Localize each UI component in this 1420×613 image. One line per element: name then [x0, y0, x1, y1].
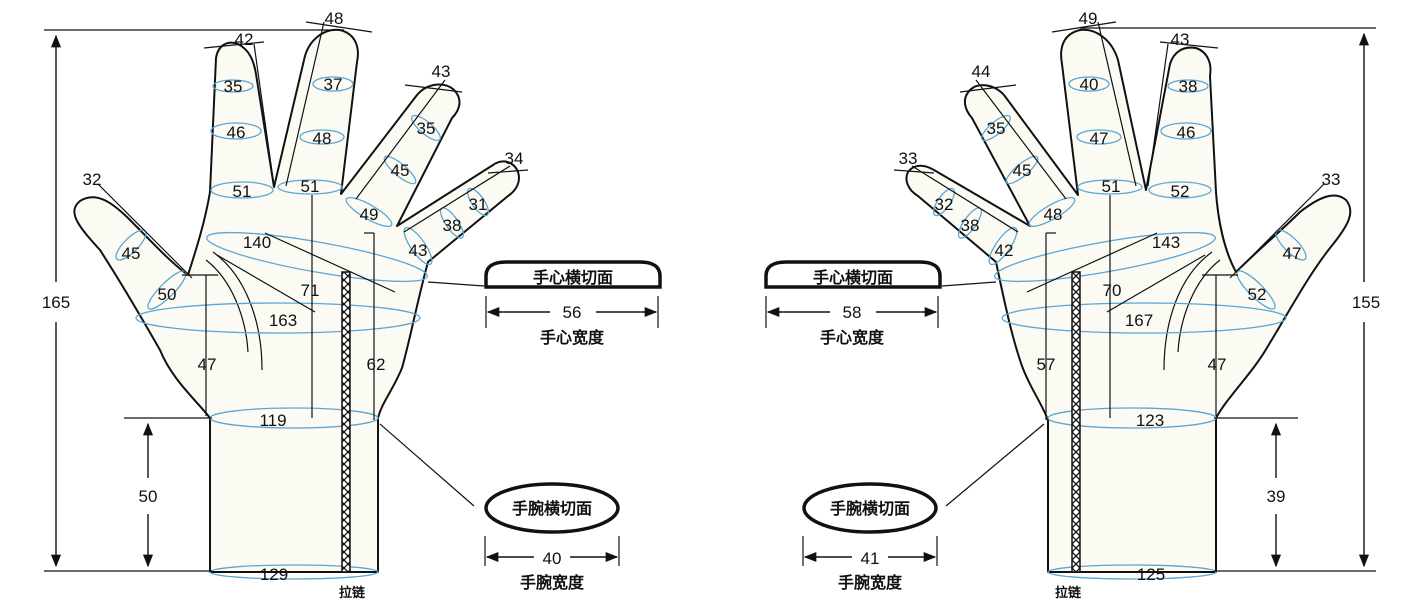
right-index-mid-label: 46 [227, 123, 246, 142]
right-ring-upper-label: 35 [417, 119, 436, 138]
right-palm-section-shape [484, 260, 662, 289]
right-index-upper-label: 35 [224, 77, 243, 96]
right-wrist-section-title: 手腕横切面 [512, 499, 592, 518]
zipper-icon [1071, 271, 1081, 573]
left-palm-section-shape [764, 260, 942, 289]
left-wrist-circumference-label: 123 [1136, 411, 1164, 430]
left-little-mid-label: 38 [961, 216, 980, 235]
left-palm-section-title: 手心横切面 [813, 268, 893, 287]
left-wrist-width-caption: 手腕宽度 [838, 573, 903, 592]
left-index-mid-label: 46 [1177, 123, 1196, 142]
right-thumb-mid-label: 45 [122, 244, 141, 263]
right-ring-base-label: 49 [360, 205, 379, 224]
left-palm-circumference-label: 167 [1125, 311, 1153, 330]
left-little-upper-label: 32 [935, 195, 954, 214]
left-little-base-label: 42 [995, 241, 1014, 260]
left-tip-lines [893, 21, 1325, 420]
right-wrist-width-label: 40 [543, 549, 562, 568]
left-middle-upper-label: 40 [1080, 75, 1099, 94]
left-middle-tip-label: 49 [1079, 9, 1098, 28]
left-cuff-circumference-label: 125 [1137, 565, 1165, 584]
left-ring-mid-label: 45 [1013, 161, 1032, 180]
right-middle-tip-label: 48 [325, 9, 344, 28]
right-palm-circumference-label: 163 [269, 311, 297, 330]
left-palm-crease-2 [1177, 259, 1221, 353]
right-middle-upper-label: 37 [324, 75, 343, 94]
right-palm-section-title: 手心横切面 [533, 268, 613, 287]
left-index-to-wrist-label: 70 [1103, 281, 1122, 300]
left-index-upper-label: 38 [1179, 77, 1198, 96]
left-ring-tip-label: 44 [972, 62, 991, 81]
left-index-base-label: 52 [1171, 182, 1190, 201]
left-ring-upper-label: 35 [987, 119, 1006, 138]
right-wrist-circumference-label: 119 [259, 411, 286, 430]
right-overall-length-label: 165 [42, 293, 70, 312]
left-palm-width-caption: 手心宽度 [820, 328, 885, 347]
left-hand-group: 155 39 33 47 52 43 38 46 52 49 40 47 51 … [893, 9, 1381, 600]
left-middle-base-label: 51 [1102, 177, 1121, 196]
left-wrist-width-label: 41 [861, 549, 880, 568]
left-overall-length-label: 155 [1352, 293, 1380, 312]
right-index-base-label: 51 [233, 182, 252, 201]
right-hand-group: 165 50 32 45 50 42 35 46 51 48 37 48 51 … [42, 9, 529, 600]
right-tip-lines [97, 21, 529, 420]
left-palm-diagonal-label: 143 [1152, 233, 1180, 252]
right-cuff-length-label: 50 [139, 487, 158, 506]
left-wrist-section-shape [802, 482, 938, 534]
right-index-tip-label: 42 [235, 30, 254, 49]
left-index-tip-label: 43 [1171, 30, 1190, 49]
right-hand-numbers: 165 50 32 45 50 42 35 46 51 48 37 48 51 … [42, 9, 524, 600]
left-thumb-side-height-label: 47 [1208, 355, 1227, 374]
right-ring-mid-label: 45 [391, 161, 410, 180]
left-cuff-length-label: 39 [1267, 487, 1286, 506]
right-middle-mid-label: 48 [313, 129, 332, 148]
left-ring-base-label: 48 [1044, 205, 1063, 224]
right-little-upper-label: 31 [469, 195, 488, 214]
left-wrist-section-title: 手腕横切面 [830, 499, 910, 518]
right-thumb-side-height-label: 47 [198, 355, 217, 374]
right-ring-tip-label: 43 [432, 62, 451, 81]
right-palm-width-label: 56 [563, 303, 582, 322]
right-circumference-rings [115, 76, 490, 580]
left-sections: 手心横切面 58 手心宽度 手腕横切面 41 手腕宽度 [764, 260, 942, 592]
right-middle-base-label: 51 [301, 177, 320, 196]
right-little-side-height-label: 62 [367, 355, 386, 374]
left-thumb-tip-label: 33 [1322, 170, 1341, 189]
left-thumb-base-label: 52 [1248, 285, 1267, 304]
right-zipper-label: 拉链 [339, 585, 366, 600]
right-palm-crease-1 [212, 251, 263, 371]
right-palm-crease-2 [205, 259, 249, 353]
left-thumb-mid-label: 47 [1283, 244, 1302, 263]
left-palm-crease-1 [1163, 251, 1213, 371]
left-little-tip-label: 33 [899, 149, 918, 168]
right-cuff-circumference-label: 129 [260, 565, 288, 584]
right-wrist-width-caption: 手腕宽度 [520, 573, 585, 592]
right-wrist-section-shape [484, 482, 620, 534]
left-palm-width-label: 58 [843, 303, 862, 322]
left-zipper-label: 拉链 [1055, 585, 1082, 600]
right-palm-width-caption: 手心宽度 [540, 328, 605, 347]
left-hand-numbers: 155 39 33 47 52 43 38 46 52 49 40 47 51 … [899, 9, 1381, 600]
right-thumb-base-label: 50 [158, 285, 177, 304]
right-thumb-tip-label: 32 [83, 170, 102, 189]
left-little-side-height-label: 57 [1037, 355, 1056, 374]
right-sections: 手心横切面 56 手心宽度 手腕横切面 40 手腕宽度 [484, 260, 662, 592]
right-little-tip-label: 34 [505, 149, 524, 168]
left-middle-mid-label: 47 [1090, 129, 1109, 148]
right-little-base-label: 43 [409, 241, 428, 260]
right-palm-diagonal-label: 140 [243, 233, 271, 252]
right-index-to-wrist-label: 71 [301, 281, 320, 300]
zipper-icon [341, 271, 351, 573]
right-little-mid-label: 38 [443, 216, 462, 235]
